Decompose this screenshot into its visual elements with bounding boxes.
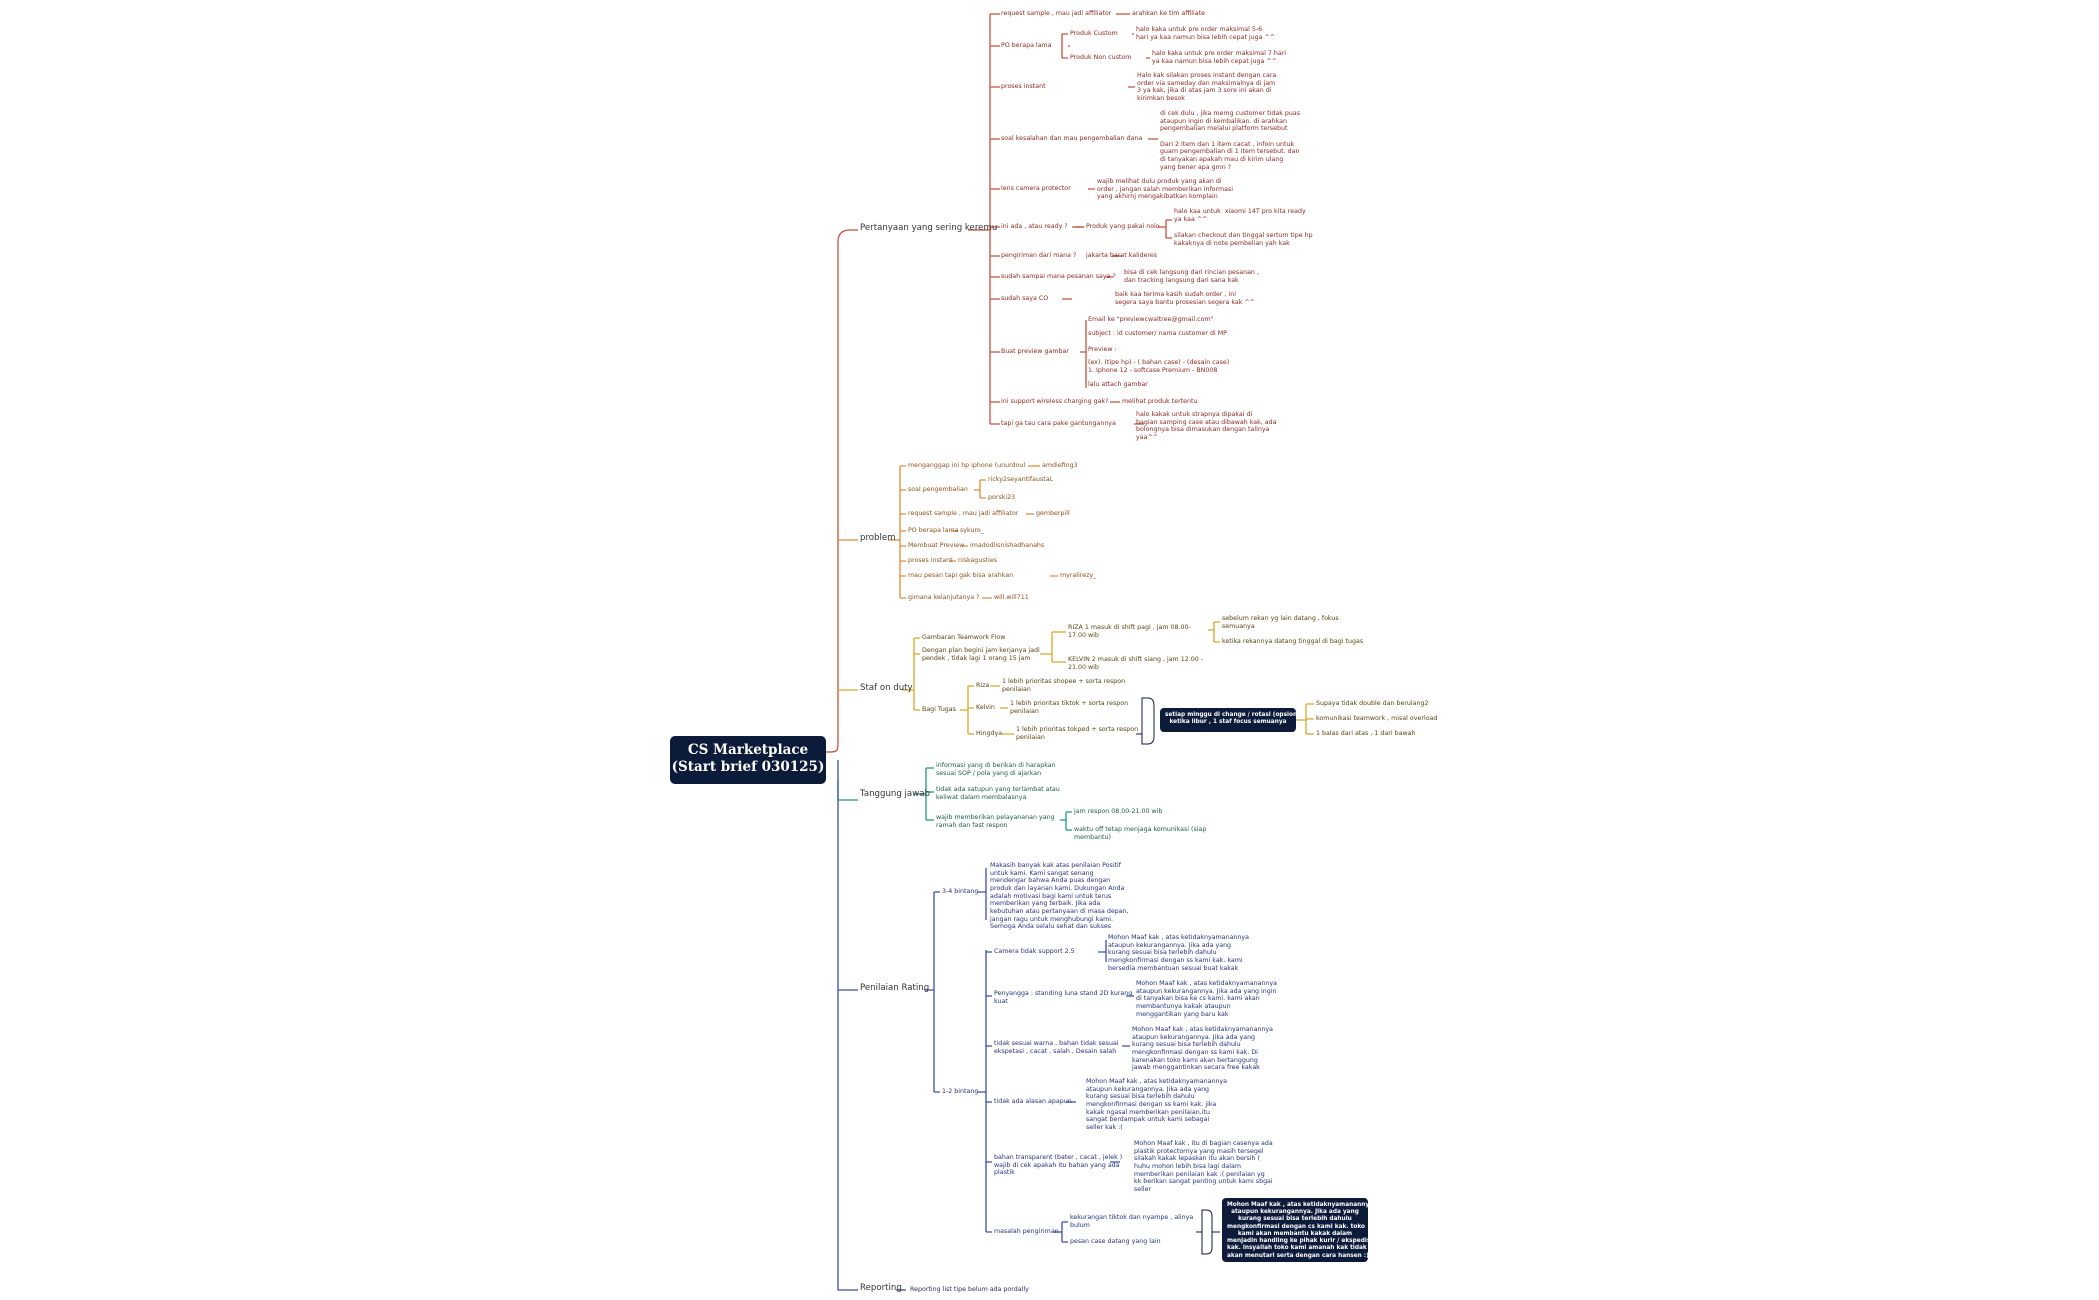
problem-q[interactable]: menganggap ini hp iphone (unurdoul [908, 462, 1026, 469]
faq-a[interactable]: wajib melihat dulu produk yang akan di o… [1097, 178, 1234, 201]
faq-sub-a[interactable]: halo kaka untuk pre order maksimal 7 har… [1152, 50, 1287, 65]
faq-q[interactable]: Buat preview gambar [1001, 348, 1069, 355]
rating-3-4-label[interactable]: 3-4 bintang [942, 888, 979, 895]
faq-q[interactable]: pengiriman dari mana ? [1001, 252, 1077, 259]
branch-penilaian-rating[interactable]: Penilaian Rating [860, 983, 930, 993]
problem-a[interactable]: amdiefing3 [1042, 462, 1078, 469]
faq-a[interactable]: di cek dulu , jika memg customer tidak p… [1160, 110, 1301, 171]
faq-q[interactable]: tapi ga tau cara pake gantungannya [1001, 420, 1116, 427]
problem-a[interactable]: niskagusties [958, 557, 998, 564]
branch-staf[interactable]: Staf on duty [860, 683, 913, 693]
rating-a[interactable]: Mohon Maaf kak , atas ketidaknyamanannya… [1086, 1078, 1228, 1132]
problem-a[interactable]: myralirezy_ [1060, 572, 1097, 579]
rating-3-4-text[interactable]: Makasih banyak kak atas penilaian Positi… [990, 862, 1129, 931]
faq-q[interactable]: lens camera protector [1001, 185, 1071, 192]
rating-a[interactable]: Mohon Maaf kak , itu di bagian casenya a… [1134, 1140, 1273, 1194]
branch-reporting[interactable]: Reporting [860, 1283, 902, 1293]
faq-q[interactable]: sudah sampai mana pesanan saya ? [1001, 273, 1116, 280]
rating-1-2-label[interactable]: 1-2 bintang [942, 1088, 979, 1095]
staf-shift-1[interactable]: RIZA 1 masuk di shift pagi , jam 08.00- … [1068, 624, 1191, 639]
problem-q[interactable]: request sample , mau jadi affiliator [908, 510, 1019, 517]
rating-q[interactable]: tidak ada alasan apapun [994, 1098, 1072, 1105]
faq-sub-q[interactable]: Produk yang pakai nolo [1086, 223, 1160, 230]
faq-a[interactable]: baik kaa terima kasih sudah order , ini … [1115, 291, 1255, 306]
faq-a[interactable]: jakarta barat kalideres [1086, 252, 1158, 259]
rating-shipping-callout[interactable]: Mohon Maaf kak , atas ketidaknyamanannya… [1222, 1198, 1373, 1262]
staf-tasks-label[interactable]: Bagi Tugas [922, 706, 956, 713]
problem-a[interactable]: sykuro_ [960, 527, 984, 534]
rating-q[interactable]: Penyangga : standing luna stand 2D kuran… [994, 990, 1133, 1005]
staf-flow-title[interactable]: Gambaran Teamwork Flow [922, 634, 1006, 641]
staf-rotation-note[interactable]: Supaya tidak double dan berulang2 [1316, 700, 1429, 707]
tanggung-item[interactable]: informasi yang di berikan di harapkan se… [936, 762, 1056, 777]
staf-task-name[interactable]: Riza [976, 682, 990, 689]
problem-a[interactable]: imadodlisnishadhanahs [970, 542, 1045, 549]
branch-tanggung-jawab[interactable]: Tanggung jawab [860, 789, 930, 799]
faq-a[interactable]: melihat produk tertentu [1122, 398, 1198, 405]
problem-q[interactable]: Membuat Preview [908, 542, 965, 549]
staf-rotation-note[interactable]: 1 balas dari atas , 1 dari bawah [1316, 730, 1416, 737]
faq-sub-q[interactable]: Produk Non custom [1070, 54, 1132, 61]
staf-task-desc[interactable]: 1 lebih prioritas tiktok + sorta respon … [1010, 700, 1129, 715]
faq-line[interactable]: Email ke "previewcwaltree@gmail.com" [1088, 316, 1214, 323]
tanggung-sub[interactable]: waktu off tetap menjaga komunikasi (siap… [1074, 826, 1207, 841]
staf-rotation-note[interactable]: komunikasi teamwork , misal overload [1316, 715, 1438, 722]
problem-q[interactable]: soal pengembalian [908, 486, 968, 493]
reporting-item[interactable]: Reporting list tipe belum ada pordally [910, 1286, 1029, 1293]
faq-sub-a[interactable]: halo kaa untuk xiaomi 14T pro kita ready… [1174, 208, 1306, 223]
faq-line[interactable]: lalu attach gambar [1088, 381, 1148, 388]
faq-q[interactable]: ini support wireless charging gak? [1001, 398, 1109, 405]
root-topic[interactable]: CS Marketplace (Start brief 030125) [670, 736, 826, 784]
staf-shift-2[interactable]: KELVIN 2 masuk di shift siang , jam 12.0… [1068, 656, 1203, 671]
faq-a[interactable]: bisa di cek langsung dari rincian pesana… [1124, 269, 1259, 284]
rating-a[interactable]: Mohon Maaf kak , atas ketidaknyamanannya… [1108, 934, 1250, 972]
rating-a[interactable]: Mohon Maaf kak , atas ketidaknyamanannya… [1136, 980, 1278, 1018]
faq-q[interactable]: soal kesalahan dan mau pengembalian dana [1001, 135, 1143, 142]
problem-a[interactable]: gemberpill [1036, 510, 1070, 517]
staf-rotation-callout[interactable]: setiap minggu di change / rotasi (opsion… [1160, 708, 1306, 732]
rating-q[interactable]: Camera tidak support 2.5 [994, 948, 1075, 955]
faq-q[interactable]: sudah saya CO [1001, 295, 1049, 302]
faq-sub-a[interactable]: silakan checkout dan tinggal sertum tipe… [1174, 232, 1313, 247]
rating-sub[interactable]: pesan case datang yang lain [1070, 1238, 1161, 1245]
staf-flow-desc[interactable]: Dengan plan begini jam kerjanya jadi pen… [922, 647, 1040, 662]
branch-problem[interactable]: problem [860, 533, 896, 543]
faq-sub-a[interactable]: halo kaka untuk pre order maksimal 5-6 h… [1136, 26, 1276, 41]
faq-q[interactable]: ini ada , atau ready ? [1001, 223, 1068, 230]
problem-q[interactable]: proses instant [908, 557, 953, 564]
staf-task-desc[interactable]: 1 lebih prioritas tokped + sorta respon … [1016, 726, 1139, 741]
branch-faq[interactable]: Pertanyaan yang sering keremu [860, 223, 998, 233]
faq-line[interactable]: Preview : [1088, 346, 1117, 353]
problem-a[interactable]: will.will711 [994, 594, 1029, 601]
staf-shift-note[interactable]: sebelum rekan yg lain datang , fokus sem… [1222, 615, 1339, 630]
faq-a[interactable]: Halo kak silakan proses instant dengan c… [1137, 72, 1277, 103]
staf-task-desc[interactable]: 1 lebih prioritas shopee + sorta respon … [1002, 678, 1126, 693]
tanggung-item[interactable]: tidak ada satupun yang terlambat atau ke… [936, 786, 1060, 801]
problem-q[interactable]: mau pesan tapi gak bisa arahkan [908, 572, 1014, 579]
staf-shift-note[interactable]: ketika rekannya datang tinggal di bagi t… [1222, 638, 1364, 645]
tanggung-sub[interactable]: jam respon 08.00-21.00 wib [1074, 808, 1163, 815]
rating-q[interactable]: bahan transparent (bater , cacat , jelek… [994, 1154, 1123, 1177]
rating-q[interactable]: masalah pengiriman [994, 1228, 1059, 1235]
problem-a[interactable]: ricky2seyantifaustaL [988, 476, 1054, 483]
rating-sub[interactable]: kekurangan tiktok dan nyampe , alinya bu… [1070, 1214, 1194, 1229]
problem-q[interactable]: gimana kelanjutanya ? [908, 594, 980, 601]
staf-task-name[interactable]: Hingdya [976, 730, 1003, 737]
faq-q[interactable]: proses instant [1001, 83, 1046, 90]
faq-line[interactable]: (ex). (tipe hp) - ( bahan case) - (desai… [1088, 359, 1230, 374]
faq-q[interactable]: PO berapa lama [1001, 42, 1052, 49]
faq-q[interactable]: request sample , mau jadi affiliator [1001, 10, 1112, 17]
rating-q[interactable]: tidak sesuai warna , bahan tidak sesuai … [994, 1040, 1119, 1055]
tanggung-item[interactable]: wajib memberikan pelayananan yang ramah … [936, 814, 1055, 829]
faq-a[interactable]: arahkan ke tim affiliate [1132, 10, 1205, 17]
staf-task-name[interactable]: Kelvin [976, 704, 995, 711]
faq-line[interactable]: subject : id customer/ nama customer di … [1088, 330, 1227, 337]
rating-a[interactable]: Mohon Maaf kak , atas ketidaknyamanannya… [1132, 1026, 1274, 1072]
problem-q[interactable]: PO berapa lama [908, 527, 959, 534]
problem-a[interactable]: porski23 [988, 494, 1016, 501]
faq-a[interactable]: halo kakak untuk strapnya dipakai di bag… [1136, 411, 1277, 442]
faq-sub-q[interactable]: Produk Custom [1070, 30, 1118, 37]
